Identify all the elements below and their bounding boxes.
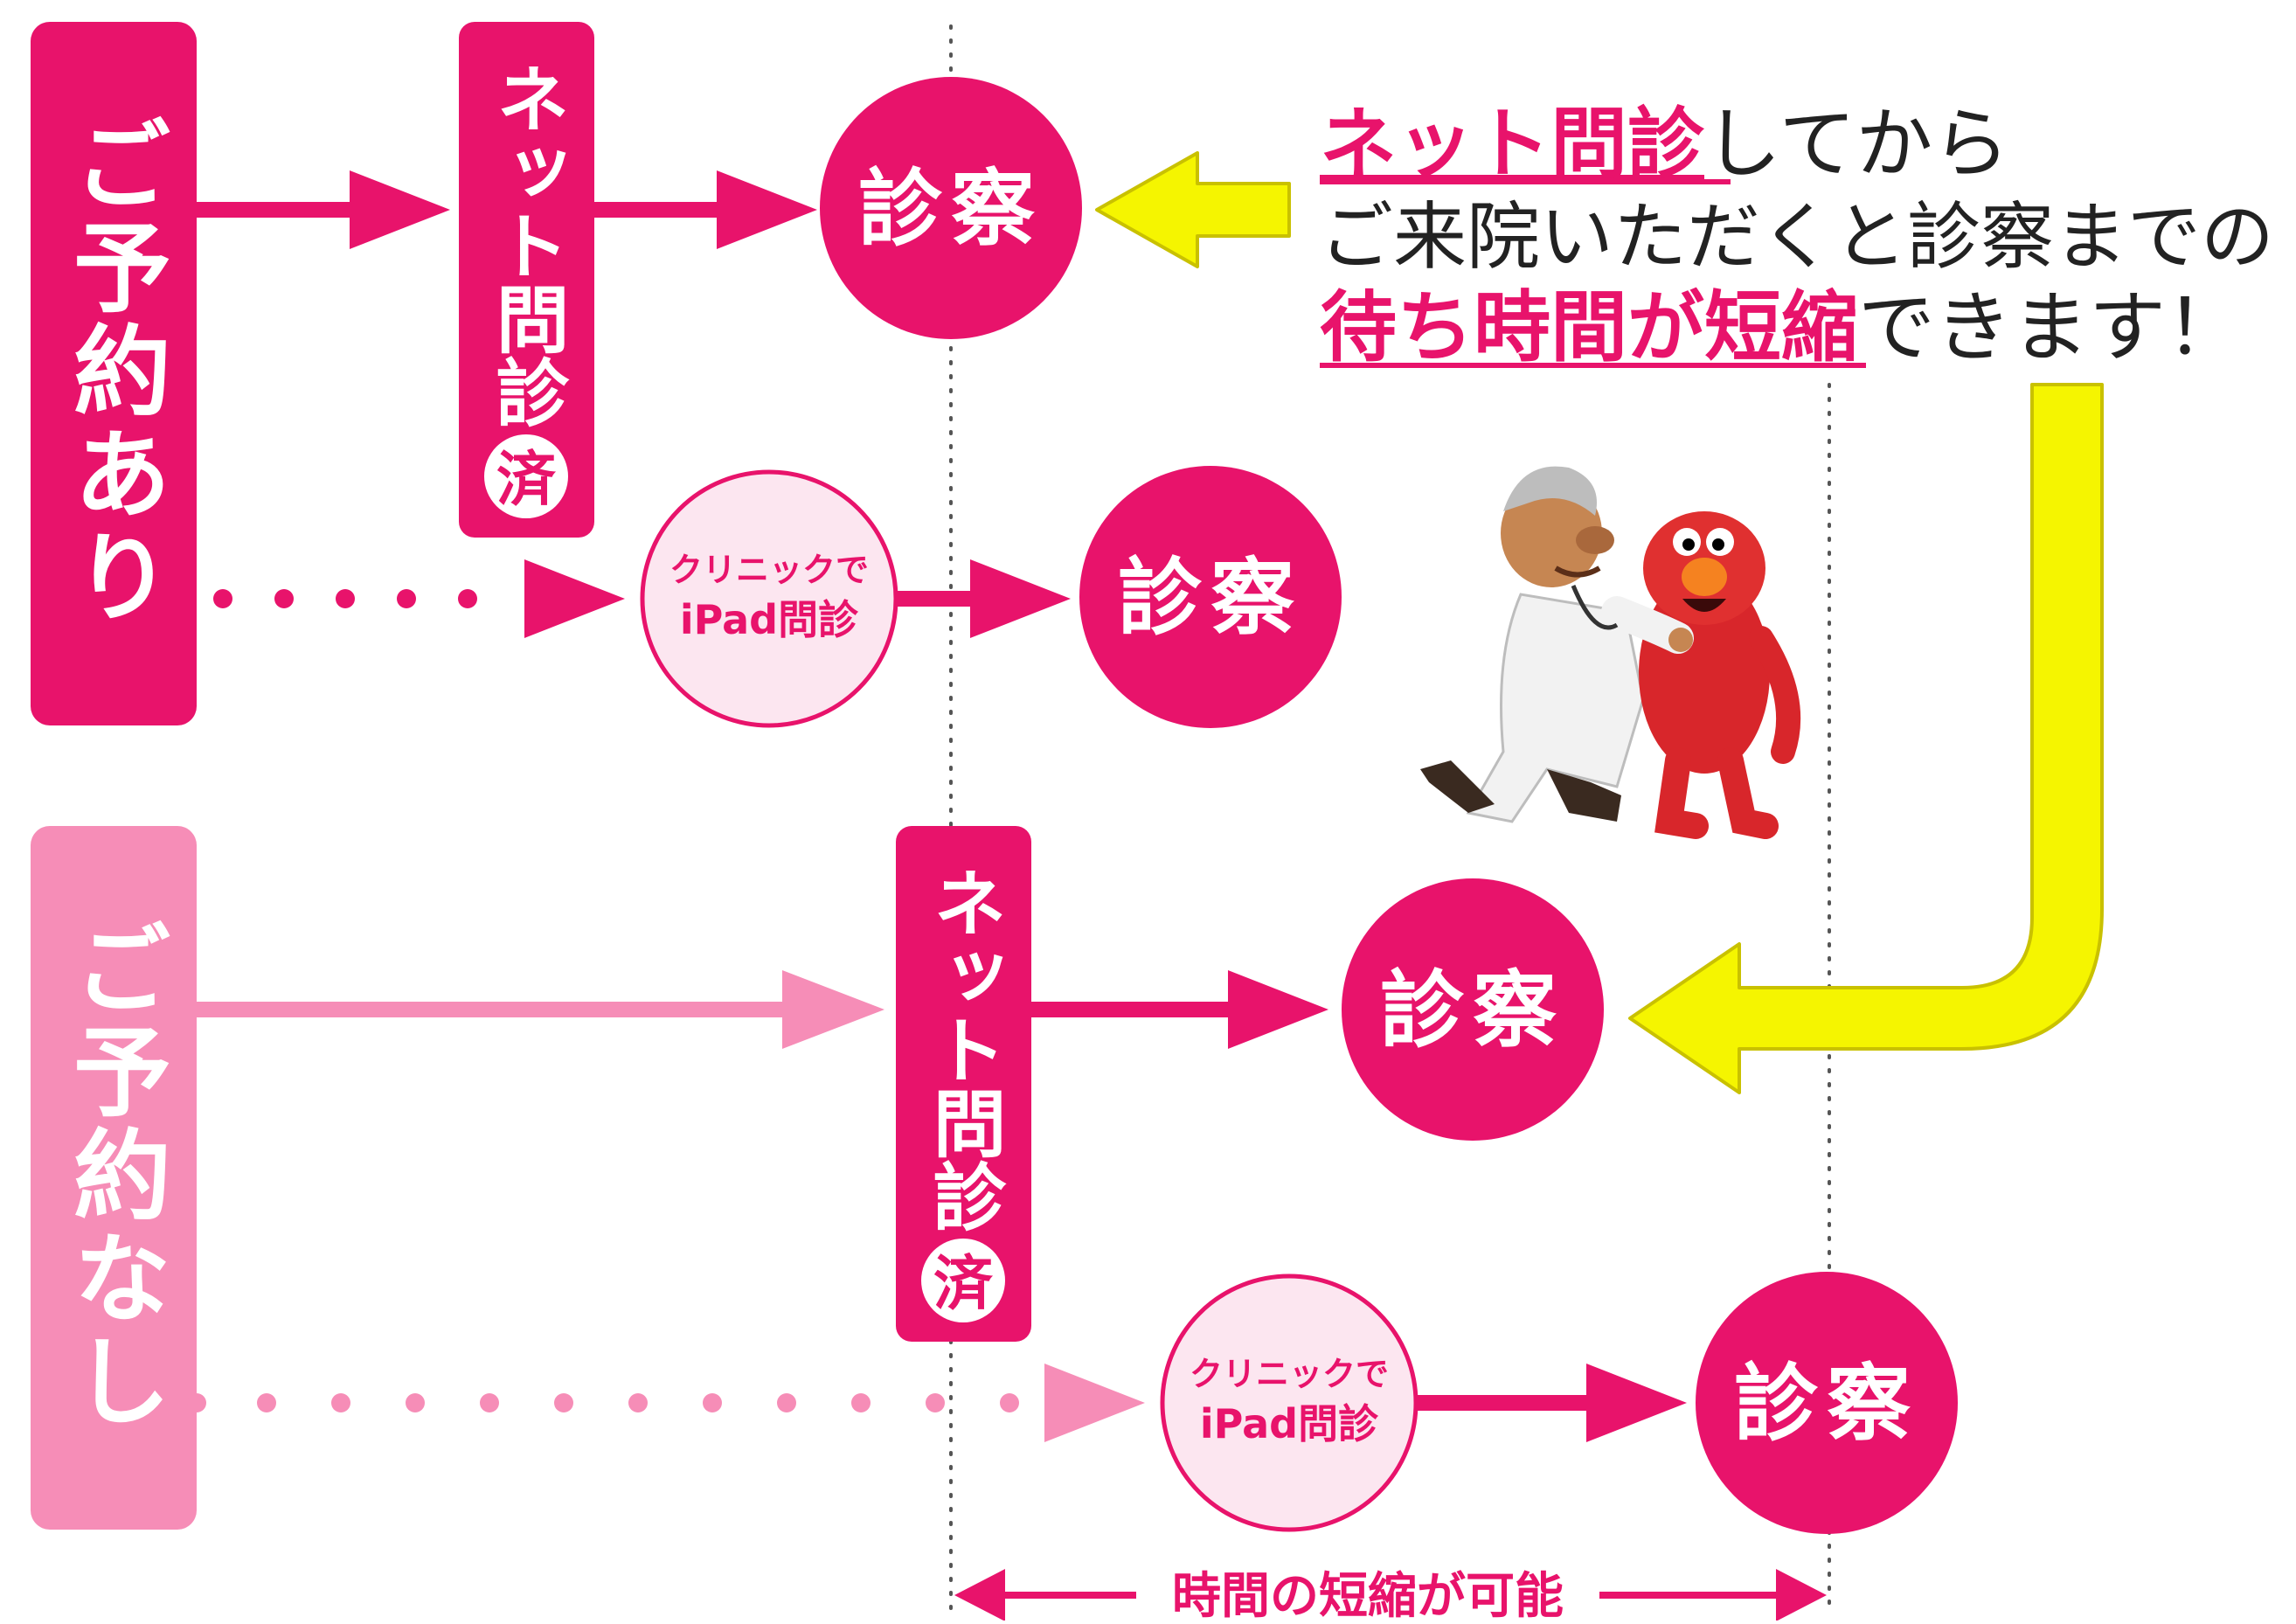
timeline-label-bg	[1136, 1565, 1599, 1621]
ipad-monshin-line2-unreserved: iPad問診	[1200, 1400, 1379, 1447]
unreserved-row-label: ご予約なし	[57, 918, 170, 1433]
callout-line3: 待ち時間が短縮できます！	[1320, 282, 2243, 372]
dotted-path-reserved	[213, 589, 477, 608]
ipad-monshin-line1-reserved: クリニックで	[669, 551, 869, 589]
arrowhead-dotted-unreserved	[1044, 1364, 1145, 1442]
arrowhead-dotted-reserved	[524, 559, 625, 638]
done-badge-reserved	[484, 434, 568, 518]
exam-label-reserved-ipad: 診察	[1118, 549, 1303, 647]
callout-line1-rest: してから	[1704, 99, 2009, 189]
arrowhead-net-to-exam-unreserved	[1228, 970, 1328, 1049]
exam-label-reserved-net: 診察	[858, 160, 1044, 258]
yellow-arrow-top	[1095, 151, 1291, 268]
exam-circle-unreserved-ipad	[1696, 1272, 1958, 1534]
exam-label-unreserved-net: 診察	[1380, 961, 1565, 1059]
exam-label-unreserved-ipad: 診察	[1734, 1355, 1919, 1453]
callout-line1-highlight: ネット問診	[1320, 99, 1705, 189]
callout-line2: ご来院いただくと診察までの	[1320, 194, 2274, 280]
doctor-puppet-examining-elmo-icon	[1420, 466, 1801, 839]
timeline-label: 時間の短縮が可能	[1172, 1568, 1564, 1621]
arrowhead-ipad-to-exam-reserved	[970, 559, 1071, 638]
ipad-monshin-line2-reserved: iPad問診	[680, 596, 859, 643]
net-monshin-box-unreserved	[896, 826, 1031, 1342]
reserved-row-bar	[31, 22, 197, 725]
arrowhead-unreserved-to-net	[782, 970, 884, 1049]
exam-circle-reserved-net	[820, 77, 1082, 339]
net-monshin-label-unreserved: ネット問診	[921, 865, 1007, 1232]
timeline-arrowhead-left	[954, 1569, 1005, 1621]
ipad-monshin-line1-unreserved: クリニックで	[1190, 1355, 1389, 1393]
exam-circle-unreserved-net	[1342, 878, 1604, 1141]
done-badge-unreserved	[921, 1239, 1005, 1322]
exam-circle-reserved-ipad	[1079, 466, 1342, 728]
timeline-arrowhead-right	[1776, 1569, 1827, 1621]
callout: ネット問診してから ご来院いただくと診察までの 待ち時間が短縮できます！	[1320, 99, 2274, 372]
callout-line3-highlight: 待ち時間が短縮	[1320, 282, 1858, 372]
callout-line1: ネット問診してから	[1320, 99, 2009, 189]
yellow-arrow-bent	[1628, 383, 2104, 1094]
done-badge-text-reserved: 済	[496, 446, 557, 515]
net-monshin-label-reserved: ネット問診	[484, 61, 570, 428]
unreserved-row-bar	[31, 826, 197, 1530]
dotted-path-unreserved	[187, 1393, 1019, 1412]
reserved-row-label: ご予約あり	[57, 114, 170, 629]
arrowhead-ipad-to-exam-unreserved	[1586, 1364, 1687, 1442]
arrowhead-reserved-to-net	[350, 170, 450, 249]
done-badge-text-unreserved: 済	[933, 1250, 994, 1319]
arrowhead-net-to-exam-reserved	[717, 170, 817, 249]
callout-line3-rest: できます！	[1858, 282, 2243, 372]
net-monshin-box-reserved	[459, 22, 594, 538]
